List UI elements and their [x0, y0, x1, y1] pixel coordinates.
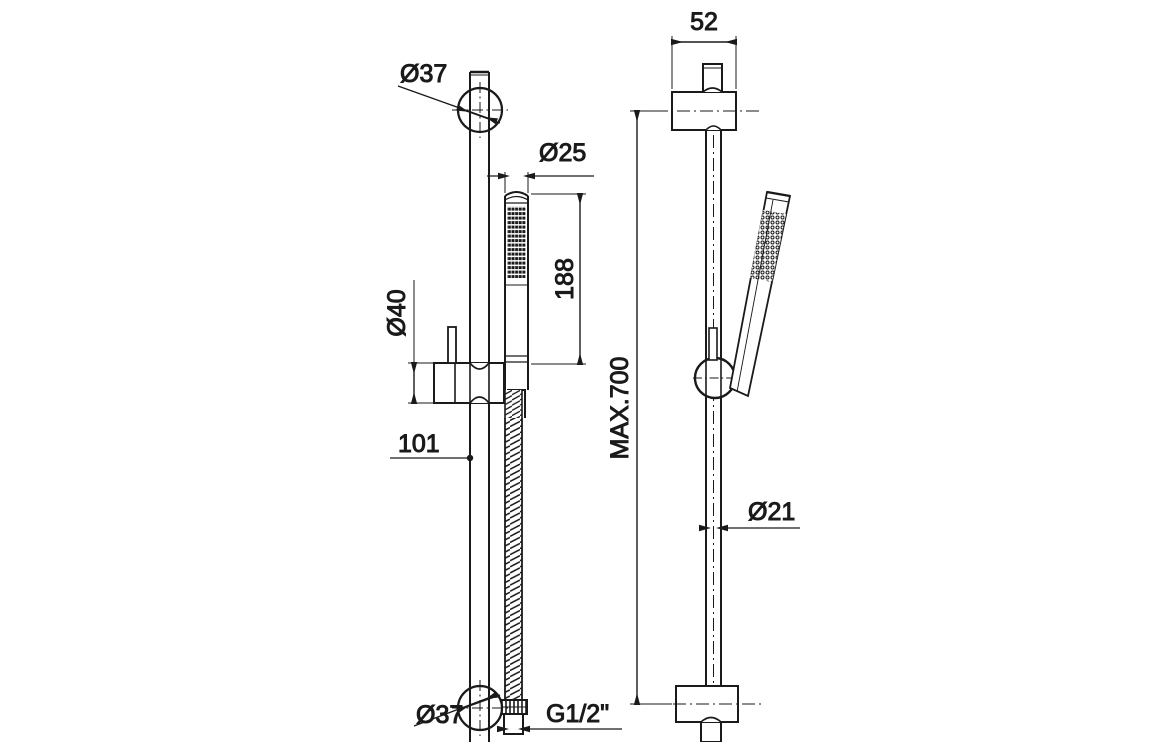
- top-wall-bracket-side: [654, 63, 762, 131]
- bottom-wall-bracket-side: [650, 685, 764, 742]
- dim-rail-diameter: Ø21: [699, 498, 800, 532]
- handshower-front: [504, 191, 529, 391]
- dim-bottom-bracket-diameter: Ø37: [413, 691, 501, 730]
- dim-hose-connection: G1/2": [497, 700, 622, 734]
- dim-label-bracket-projection: 52: [690, 8, 718, 36]
- dim-label-handshower-length: 188: [551, 258, 579, 300]
- dim-label-handshower-diameter: Ø25: [539, 139, 586, 167]
- front-view-geometry: Ø37 Ø25: [383, 60, 622, 742]
- dim-top-bracket-diameter: Ø37: [397, 60, 501, 125]
- dim-label-top-bracket-diameter: Ø37: [400, 60, 447, 88]
- dim-bracket-projection: 52: [671, 8, 737, 89]
- dim-handshower-length: 188: [531, 193, 586, 365]
- shower-hose-front: [499, 390, 528, 735]
- dim-handshower-diameter: Ø25: [487, 139, 594, 193]
- slide-rail-side: [705, 66, 722, 736]
- dim-rail-max-length: MAX.700: [606, 110, 672, 705]
- dim-label-rail-max-length: MAX.700: [606, 357, 634, 460]
- sliding-holder-front: [433, 326, 505, 404]
- dim-label-hose-connection: G1/2": [546, 700, 609, 728]
- top-wall-bracket-front: [452, 82, 508, 138]
- dim-label-holder-offset: 101: [398, 430, 440, 458]
- dim-label-bottom-bracket-diameter: Ø37: [416, 701, 463, 729]
- dim-label-rail-diameter: Ø21: [748, 498, 795, 526]
- dim-label-holder-diameter: Ø40: [383, 289, 411, 336]
- dim-holder-diameter: Ø40: [383, 280, 437, 404]
- dim-holder-offset: 101: [390, 403, 474, 470]
- slide-rail-front: [469, 70, 490, 742]
- handshower-holder-side: [693, 190, 792, 400]
- side-view-geometry: 52 MAX.700 Ø21: [606, 8, 800, 742]
